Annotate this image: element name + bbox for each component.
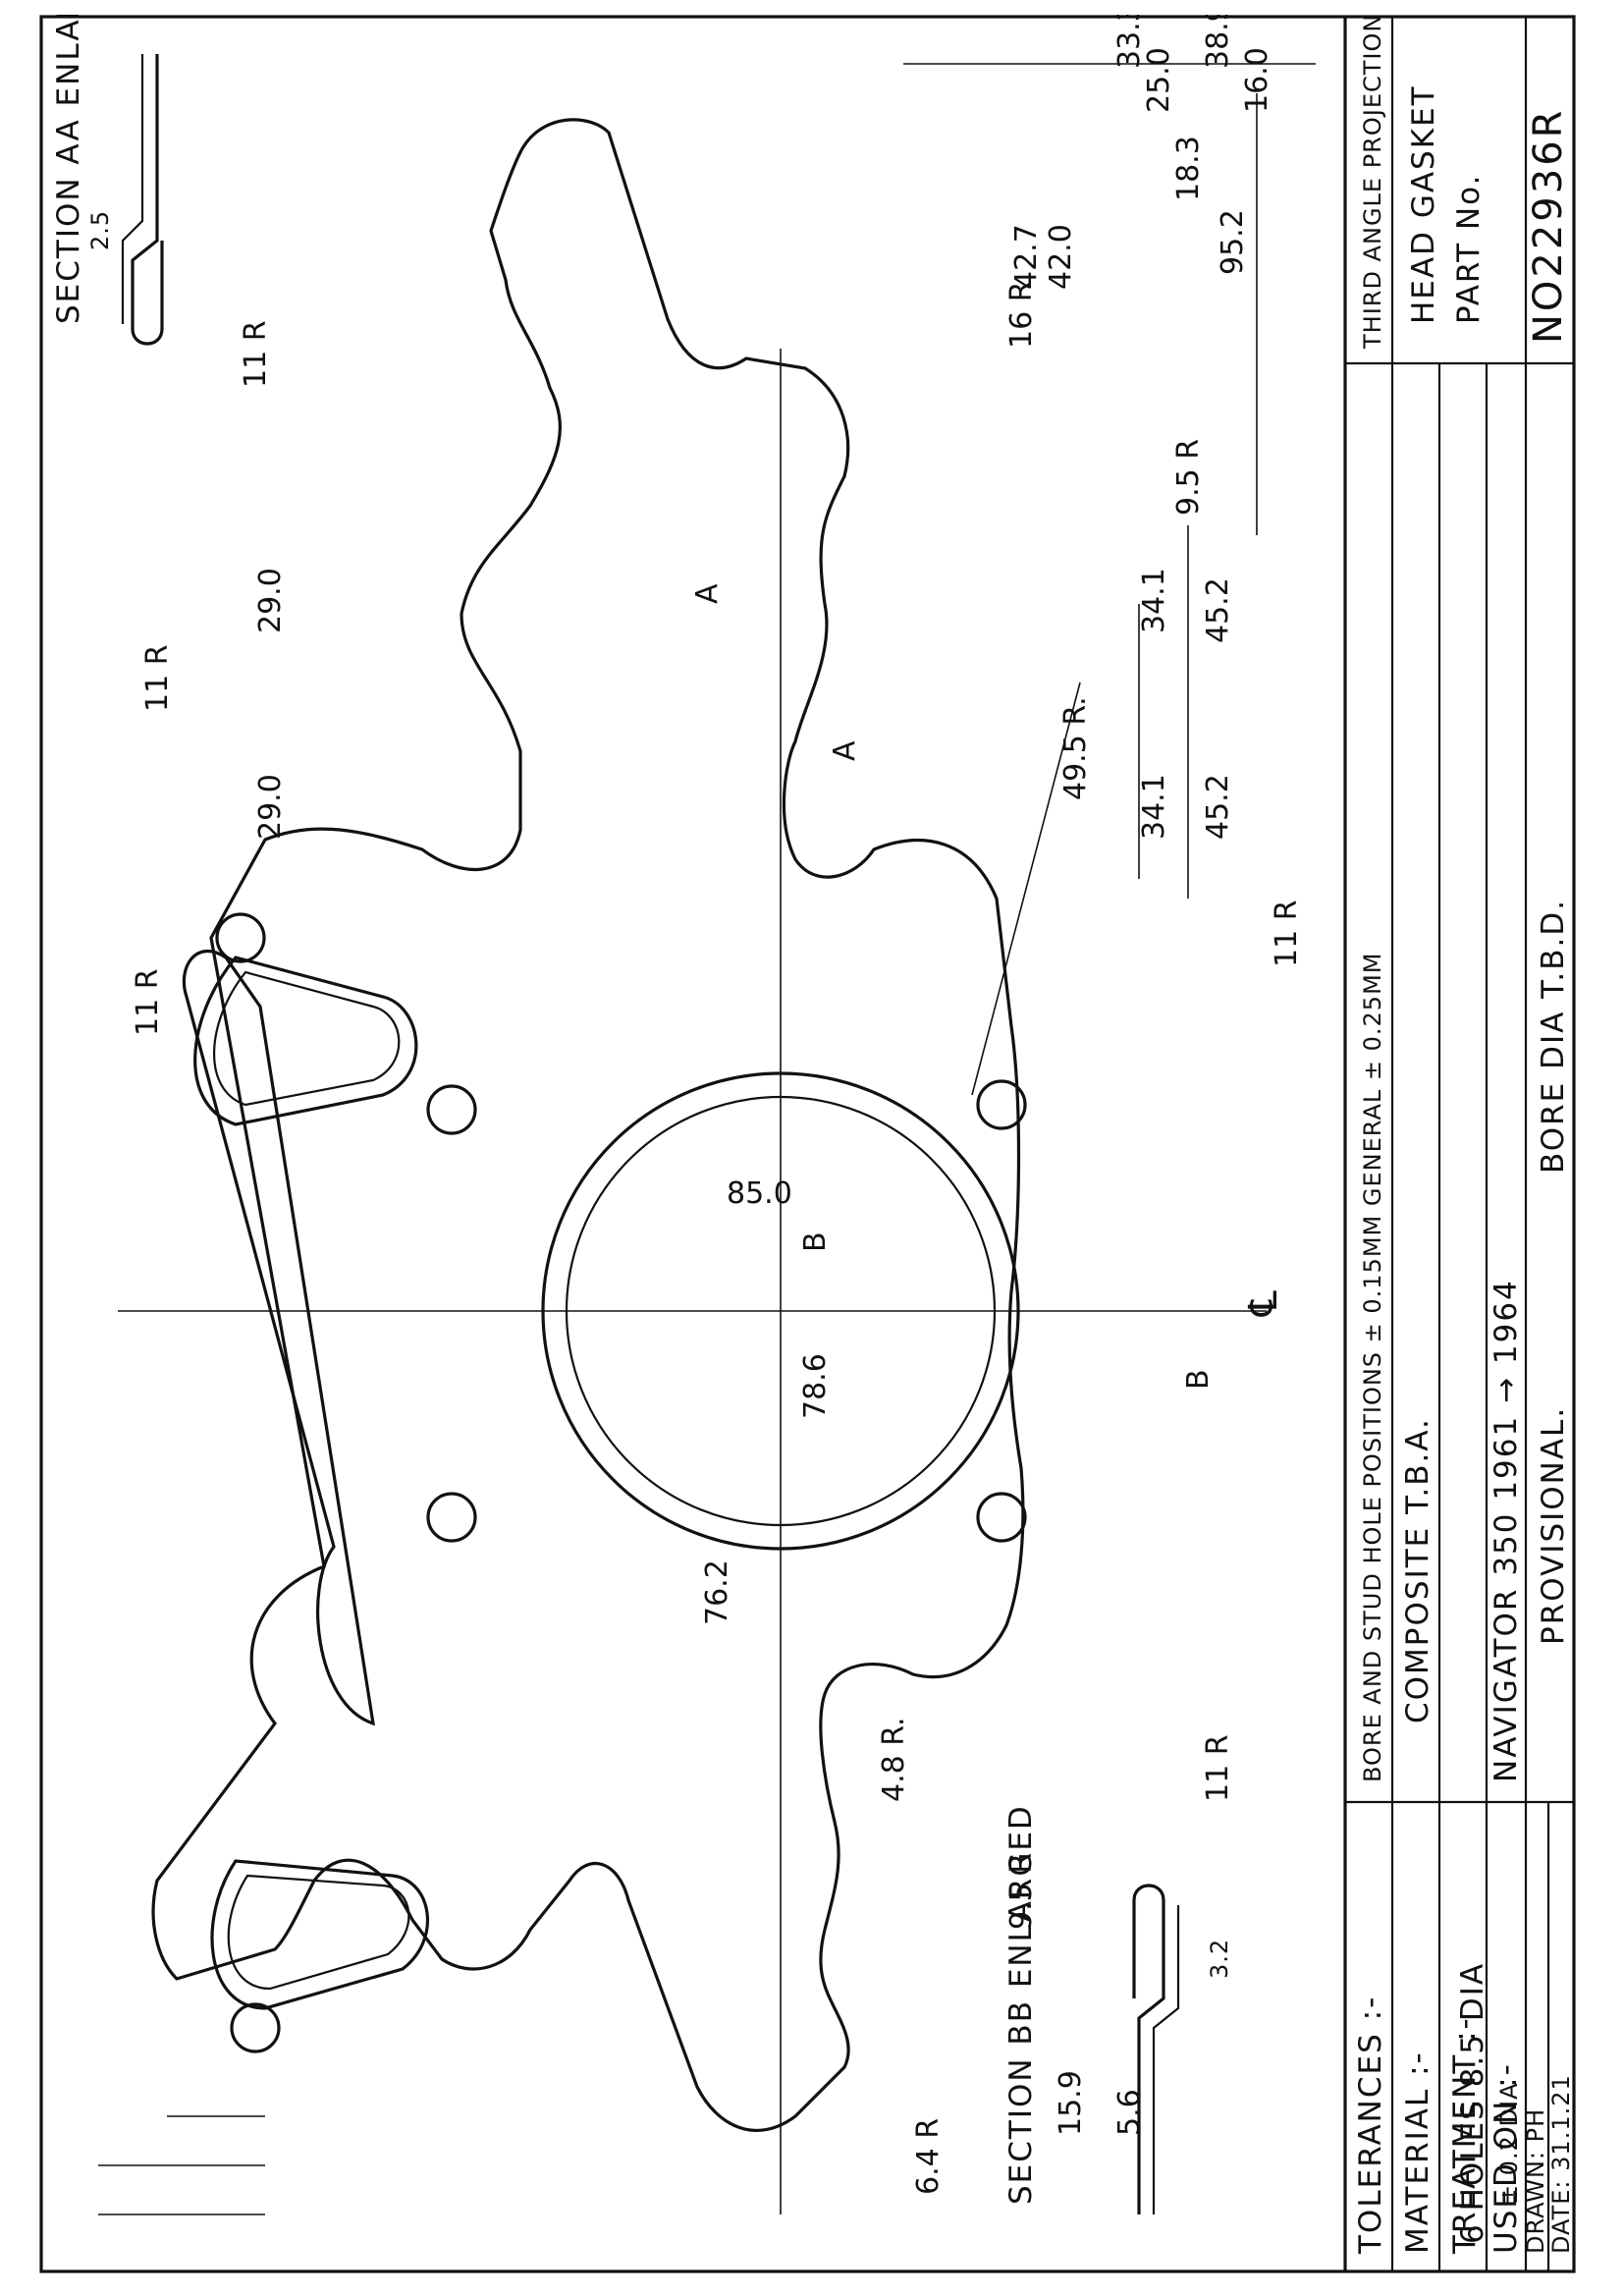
section-aa-inner: [121, 54, 144, 324]
projection-note: THIRD ANGLE PROJECTION: [1359, 15, 1386, 350]
gasket-drawing: TOLERANCES :- BORE AND STUD HOLE POSITIO…: [39, 0, 1576, 2273]
section-mark-b-1: B: [798, 1231, 833, 1252]
part-number: NO22936R: [1526, 108, 1571, 344]
gasket-outline: [151, 118, 1025, 2133]
section-bb-title: SECTION BB ENLARGED: [1003, 1804, 1039, 2205]
radius-48: 4.8 R.: [877, 1717, 911, 1802]
dim-333: 33.3: [1112, 15, 1147, 69]
rotated-drawing: TOLERANCES :- BORE AND STUD HOLE POSITIO…: [39, 0, 1576, 2273]
treatment-label: TREATMENT :-: [1447, 2016, 1483, 2255]
provisional-note: PROVISIONAL.: [1536, 1406, 1571, 1645]
dim-56: 5.6: [1112, 2089, 1147, 2136]
stud-hole-6: [426, 1492, 477, 1543]
section-bb-inner: [1152, 1905, 1180, 2214]
port-right: [210, 1859, 429, 2010]
radius-95-b: 9.5 R: [1004, 1853, 1039, 1930]
dim-341-right: 34.1: [1137, 774, 1171, 840]
section-bb-dim: 3.2: [1206, 1939, 1233, 1979]
radius-11-c: 11 R: [140, 644, 175, 712]
dim-250: 25.0: [1142, 47, 1176, 113]
radius-11-d: 11 R: [239, 320, 273, 388]
drawn-label: DRAWN: PH: [1522, 2108, 1549, 2254]
stud-hole-1: [230, 2002, 281, 2053]
dim-159: 15.9: [1054, 2070, 1088, 2136]
section-marks: A A B B: [690, 583, 1216, 1390]
dim-420: 42.0: [1044, 224, 1078, 290]
dim-389: 38.9: [1201, 15, 1235, 69]
dim-341-left: 34.1: [1137, 568, 1171, 633]
radius-16: 16 R: [1004, 281, 1039, 349]
dim-160: 16.0: [1240, 47, 1274, 113]
dim-495: 49.5 R.: [1058, 696, 1093, 800]
dim-29-right: 29.0: [253, 774, 288, 840]
radius-95-a: 9.5 R: [1171, 439, 1206, 516]
holes-note-text: 6 HOLES 8.5 DIA: [1455, 1962, 1490, 2244]
section-mark-b-2: B: [1181, 1369, 1216, 1390]
drawing-title: HEAD GASKET: [1406, 84, 1441, 324]
material-value: COMPOSITE T.B.A.: [1400, 1417, 1435, 1723]
bore-dia-note: BORE DIA T.B.D.: [1536, 899, 1571, 1174]
centreline-symbol: ℄: [1241, 1287, 1286, 1317]
section-bb: SECTION BB ENLARGED 3.2: [1003, 1804, 1233, 2214]
section-bb-profile: [1132, 1884, 1165, 2214]
radius-11-b: 11 R: [131, 968, 165, 1036]
material-label: MATERIAL :-: [1400, 2050, 1435, 2254]
dim-762: 76.2: [700, 1559, 734, 1625]
port-left-inner: [213, 970, 401, 1107]
date-label: DATE: 31.1.21: [1547, 2074, 1575, 2254]
port-left: [193, 956, 418, 1126]
tolerances-label: TOLERANCES :-: [1353, 1995, 1388, 2255]
part-no-label: PART No.: [1451, 174, 1487, 324]
used-on-value: NAVIGATOR 350 1961 → 1964: [1489, 1279, 1524, 1782]
gasket-body: [151, 118, 1027, 2133]
section-aa-dim: 2.5: [86, 210, 114, 250]
radius-notes: 11 R 11 R 11 R 11 R 11 R 16 R 9.5 R 9.5 …: [131, 281, 1304, 2195]
section-mark-a-2: A: [828, 740, 862, 761]
radius-64: 6.4 R: [911, 2118, 946, 2195]
section-aa-profile: [131, 54, 164, 346]
section-mark-a-1: A: [690, 583, 725, 604]
port-left-outer: [182, 950, 375, 1726]
stud-holes: [215, 912, 1027, 2053]
radius-11-e: 11 R: [1201, 1734, 1235, 1802]
stud-hole-5: [976, 1492, 1027, 1543]
port-right-inner: [227, 1874, 410, 1991]
holes-note: 6 HOLES 8.5 DIA ± 0.2 DIA: [1455, 1962, 1523, 2244]
dim-952: 95.2: [1216, 209, 1250, 275]
sheet-border: [39, 15, 1576, 2273]
holes-tolerance: ± 0.2 DIA: [1495, 2082, 1523, 2205]
leader-495: [971, 682, 1081, 1096]
dim-786: 78.6: [798, 1353, 833, 1419]
centre-lines: ℄: [118, 349, 1286, 2214]
dimensions: 85.0 78.6 76.2 29.0 29.0 34.1 34.1 45.2 …: [98, 3, 1316, 2215]
title-block: TOLERANCES :- BORE AND STUD HOLE POSITIO…: [1343, 14, 1575, 2271]
dim-29-left: 29.0: [253, 568, 288, 633]
stud-hole-3: [426, 1084, 477, 1135]
stud-hole-2: [215, 912, 266, 963]
dim-85: 85.0: [727, 1176, 792, 1211]
dim-452-left: 45.2: [1201, 577, 1235, 643]
stud-hole-4: [976, 1079, 1027, 1130]
section-aa-title: SECTION AA ENLARGED: [51, 15, 86, 324]
tolerances-value: BORE AND STUD HOLE POSITIONS ± 0.15MM GE…: [1359, 953, 1386, 1782]
radius-11-a: 11 R: [1270, 900, 1304, 967]
section-aa: SECTION AA ENLARGED 2.5: [51, 0, 164, 346]
dim-427: 42.7: [1009, 224, 1044, 290]
dim-452-right: 45.2: [1201, 774, 1235, 840]
used-on-label: USED ON :-: [1489, 2062, 1524, 2254]
dim-183: 18.3: [1171, 136, 1206, 201]
